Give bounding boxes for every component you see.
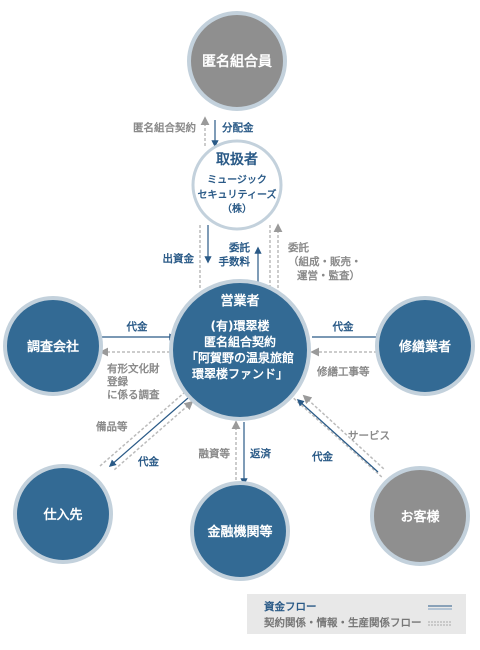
legend-box <box>247 594 466 634</box>
node-customer: お客様 <box>370 466 470 566</box>
consign-label-2: （組成・販売・ <box>288 255 362 268</box>
auditor-label: 調査会社 <box>27 339 79 355</box>
operator-line2: 匿名組合契約 <box>204 334 276 349</box>
financing-label: 融資等 <box>199 447 231 460</box>
payment-supplier-label: 代金 <box>137 455 159 468</box>
service-arrow <box>302 394 386 471</box>
supplier-info-line <box>99 391 186 467</box>
handler-line3: （株） <box>222 202 252 215</box>
node-operator: 営業者 (有)環翠楼 匿名組合契約 「阿賀野の温泉旅館 環翠楼ファンド」 <box>169 279 311 421</box>
equipment-arrow <box>113 400 194 471</box>
operator-line1: (有)環翠楼 <box>211 318 270 333</box>
legend: 資金フロー 契約関係・情報・生産関係フロー <box>247 594 466 634</box>
bank-label: 金融機関等 <box>206 524 272 540</box>
payment-customer-arrow <box>296 399 379 473</box>
payment-repair-label: 代金 <box>332 320 354 333</box>
node-supplier: 仕入先 <box>13 464 113 564</box>
node-investors: 匿名組合員 <box>187 11 287 111</box>
payment-auditor-label: 代金 <box>126 320 148 333</box>
repair-work-label: 修繕工事等 <box>316 365 370 378</box>
node-repair: 修繕業者 <box>375 296 475 396</box>
payment-customer-label: 代金 <box>311 450 333 463</box>
cultural-label-3: に係る調査 <box>107 388 160 401</box>
anon-contract-label: 匿名組合契約 <box>133 121 196 134</box>
commission-label-2: 手数料 <box>219 255 251 268</box>
node-bank: 金融機関等 <box>190 481 290 581</box>
cultural-label-1: 有形文化財 <box>107 362 160 375</box>
cultural-label-2: 登録 <box>106 375 128 388</box>
consign-label-3: 運営・監査） <box>297 269 360 282</box>
operator-line3: 「阿賀野の温泉旅館 <box>186 350 294 365</box>
repair-label: 修繕業者 <box>398 339 451 355</box>
investment-label: 出資金 <box>163 252 195 265</box>
operator-line4: 環翠楼ファンド」 <box>192 366 288 381</box>
customer-info-line <box>289 394 384 479</box>
commission-label-1: 委託 <box>228 241 250 254</box>
legend-info-label: 契約関係・情報・生産関係フロー <box>263 616 422 629</box>
node-auditor: 調査会社 <box>3 296 103 396</box>
equipment-label: 備品等 <box>96 420 128 433</box>
repayment-label: 返済 <box>250 447 271 460</box>
supplier-label: 仕入先 <box>42 507 82 523</box>
handler-title: 取扱者 <box>216 151 258 168</box>
flow-lines <box>99 116 386 486</box>
consign-label-1: 委託 <box>287 241 309 254</box>
service-label: サービス <box>348 429 390 442</box>
flow-labels: 匿名組合契約 分配金 出資金 委託 手数料 委託 （組成・販売・ 運営・監査） … <box>96 121 390 468</box>
handler-line1: ミュージック <box>207 174 267 186</box>
legend-money-label: 資金フロー <box>264 600 317 613</box>
customer-label: お客様 <box>400 509 440 525</box>
distribution-label: 分配金 <box>222 121 254 134</box>
node-handler: 取扱者 ミュージック セキュリティーズ （株） <box>191 139 283 231</box>
payment-supplier-arrow <box>108 397 189 467</box>
investors-label: 匿名組合員 <box>202 53 272 70</box>
operator-title: 営業者 <box>220 293 259 309</box>
handler-line2: セキュリティーズ <box>198 188 277 201</box>
